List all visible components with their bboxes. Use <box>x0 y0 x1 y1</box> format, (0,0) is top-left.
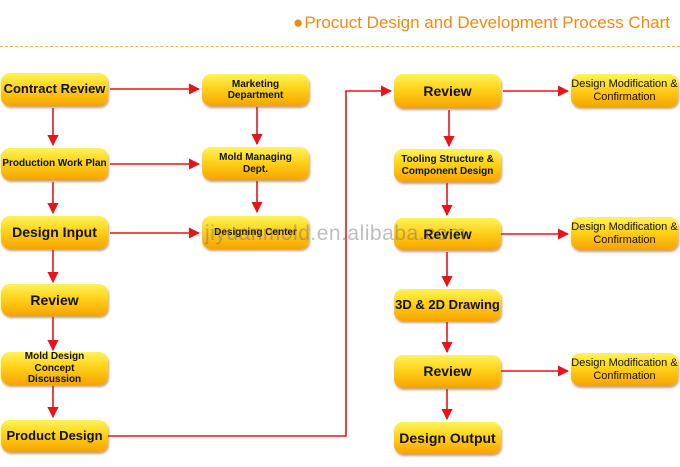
node-tooling-structure: Tooling Structure & Component Design <box>394 149 501 182</box>
node-design-input: Design Input <box>1 216 108 249</box>
title-divider <box>0 46 680 47</box>
node-production-work-plan: Production Work Plan <box>1 148 108 180</box>
chart-title: ●Procuct Design and Development Process … <box>293 13 670 33</box>
node-mold-design-concept: Mold Design Concept Discussion <box>1 351 108 385</box>
arrow-product-to-right-review <box>108 85 393 437</box>
node-3d-2d-drawing: 3D & 2D Drawing <box>394 289 501 321</box>
node-right-review-3: Review <box>394 355 501 388</box>
node-design-modification-2: Design Modification & Confirmation <box>571 217 678 250</box>
node-contract-review: Contract Review <box>1 73 108 106</box>
node-design-output: Design Output <box>394 422 501 454</box>
node-mold-managing-dept: Mold Managing Dept. <box>202 147 309 180</box>
title-text: Procuct Design and Development Process C… <box>304 13 670 32</box>
node-right-review-1: Review <box>394 74 501 108</box>
node-design-modification-1: Design Modification & Confirmation <box>571 74 678 107</box>
node-right-review-2: Review <box>394 218 501 250</box>
node-marketing-department: Marketing Department <box>202 74 309 106</box>
title-bullet-icon: ● <box>293 13 304 32</box>
node-product-design: Product Design <box>1 420 108 452</box>
node-design-modification-3: Design Modification & Confirmation <box>571 353 678 386</box>
watermark: jiyuanmold.en.alibaba.com <box>205 222 467 245</box>
node-designing-center: Designing Center <box>202 216 309 249</box>
node-left-review: Review <box>1 284 108 316</box>
